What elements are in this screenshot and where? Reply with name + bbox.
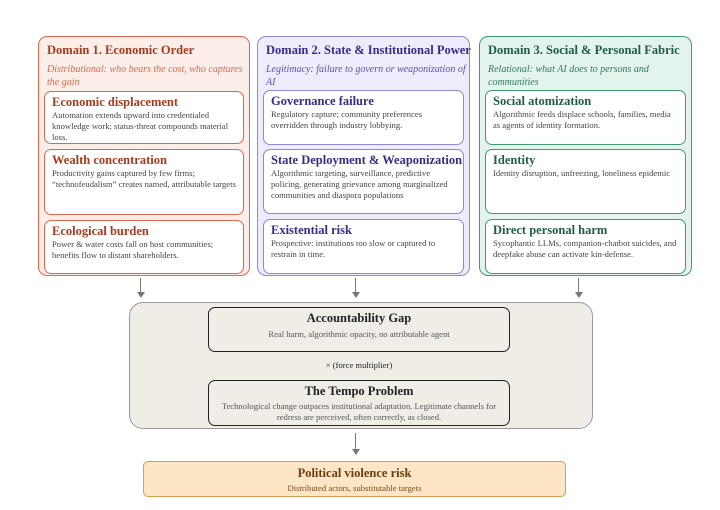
card-desc: Identity disruption, unfreezing, lonelin…: [493, 168, 671, 178]
domain-subtitle: Distributional: who bears the cost, who …: [47, 64, 243, 88]
card-desc: Productivity gains captured by few firms…: [52, 168, 236, 189]
card-desc: Algorithmic feeds displace schools, fami…: [493, 109, 671, 130]
card-desc: Prospective: institutions too slow or ca…: [271, 238, 436, 259]
domain-state-power: Domain 2. State & Institutional Power Le…: [257, 36, 471, 276]
political-violence-risk-box: Political violence risk Distributed acto…: [143, 461, 566, 497]
card-desc: Sycophantic LLMs, companion-chatbot suic…: [493, 238, 677, 259]
card-desc: Regulatory capture; community preference…: [271, 109, 423, 130]
card-title: Identity: [493, 153, 536, 167]
box-desc: Distributed actors, substitutable target…: [287, 483, 422, 493]
domain-economic-order: Domain 1. Economic Order Distributional:…: [38, 36, 250, 276]
box-desc: Technological change outpaces institutio…: [221, 401, 497, 422]
card-desc: Power & water costs fall on host communi…: [52, 239, 214, 260]
card-title: State Deployment & Weaponization: [271, 153, 463, 167]
box-title: Accountability Gap: [306, 311, 412, 325]
card-desc: Automation extends upward into credentia…: [52, 110, 229, 142]
card-title: Economic displacement: [52, 95, 179, 109]
card-desc: Algorithmic targeting, surveillance, pre…: [271, 168, 448, 200]
tempo-problem-box: The Tempo Problem Technological change o…: [208, 380, 510, 426]
arrow-down-icon: [135, 278, 146, 298]
card-title: Social atomization: [493, 94, 592, 108]
card-title: Governance failure: [271, 94, 374, 108]
domain-social-fabric: Domain 3. Social & Personal Fabric Relat…: [479, 36, 692, 276]
card-title: Ecological burden: [52, 224, 149, 238]
domain-title: Domain 1. Economic Order: [47, 43, 195, 57]
domain-title: Domain 3. Social & Personal Fabric: [488, 43, 680, 57]
domain-title: Domain 2. State & Institutional Power: [266, 43, 471, 57]
box-desc: Real harm, algorithmic opacity, no attri…: [268, 329, 450, 339]
box-title: The Tempo Problem: [304, 384, 414, 398]
arrow-down-icon: [573, 278, 584, 298]
force-multiplier-label: × (force multiplier): [325, 360, 393, 370]
card-title: Direct personal harm: [493, 223, 608, 237]
box-title: Political violence risk: [297, 466, 412, 480]
card-title: Wealth concentration: [52, 153, 167, 167]
card-title: Existential risk: [271, 223, 352, 237]
domain-subtitle: Relational: what AI does to persons and …: [488, 64, 649, 88]
arrow-down-icon: [350, 433, 361, 455]
arrow-down-icon: [350, 278, 361, 298]
accountability-gap-box: Accountability Gap Real harm, algorithmi…: [208, 307, 510, 352]
domain-subtitle: Legitimacy: failure to govern or weaponi…: [266, 64, 466, 88]
